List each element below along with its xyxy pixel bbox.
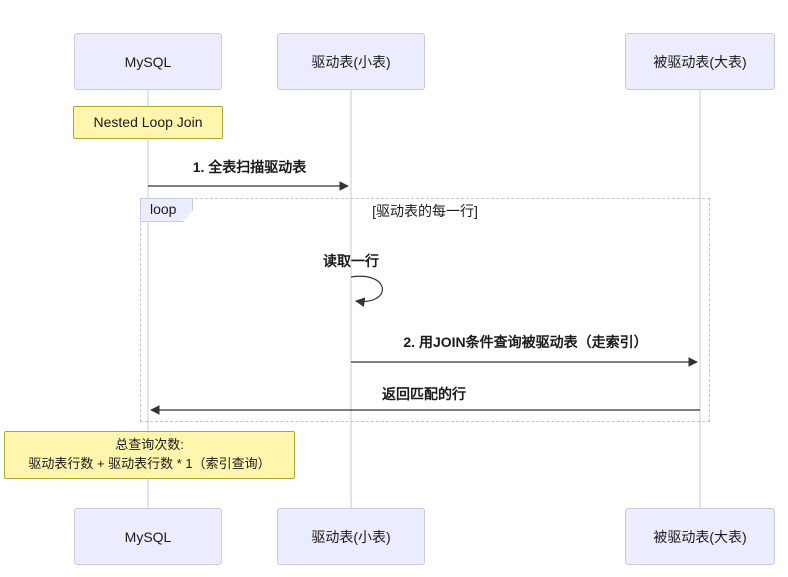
participant-bottom-mysql: MySQL	[74, 508, 222, 565]
self-message-arrow	[350, 275, 383, 307]
loop-condition: [驱动表的每一行]	[372, 203, 478, 219]
note-text: Nested Loop Join	[93, 114, 203, 131]
note-total-queries: 总查询次数: 驱动表行数 + 驱动表行数 * 1（索引查询）	[4, 431, 295, 479]
participant-label: 被驱动表(大表)	[653, 53, 747, 70]
participant-top-mysql: MySQL	[74, 33, 222, 90]
participant-label: MySQL	[124, 53, 172, 70]
participant-label: MySQL	[124, 528, 172, 545]
participant-label: 驱动表(小表)	[311, 528, 391, 545]
participant-label: 驱动表(小表)	[311, 53, 391, 70]
return-message-label: 返回匹配的行	[382, 386, 466, 402]
message-1-label: 1. 全表扫描驱动表	[192, 159, 307, 175]
note-line-2: 驱动表行数 + 驱动表行数 * 1（索引查询）	[28, 456, 271, 471]
message-2-label: 2. 用JOIN条件查询被驱动表（走索引）	[403, 334, 648, 350]
participant-top-driving-table: 驱动表(小表)	[277, 33, 425, 90]
self-message-label: 读取一行	[323, 253, 379, 269]
participant-top-driven-table: 被驱动表(大表)	[625, 33, 775, 90]
loop-label: loop	[140, 198, 194, 222]
note-line-1: 总查询次数:	[115, 437, 184, 453]
note-nested-loop-join: Nested Loop Join	[73, 106, 223, 139]
participant-label: 被驱动表(大表)	[653, 528, 747, 545]
loop-label-text: loop	[150, 201, 177, 217]
participant-bottom-driving-table: 驱动表(小表)	[277, 508, 425, 565]
participant-bottom-driven-table: 被驱动表(大表)	[625, 508, 775, 565]
